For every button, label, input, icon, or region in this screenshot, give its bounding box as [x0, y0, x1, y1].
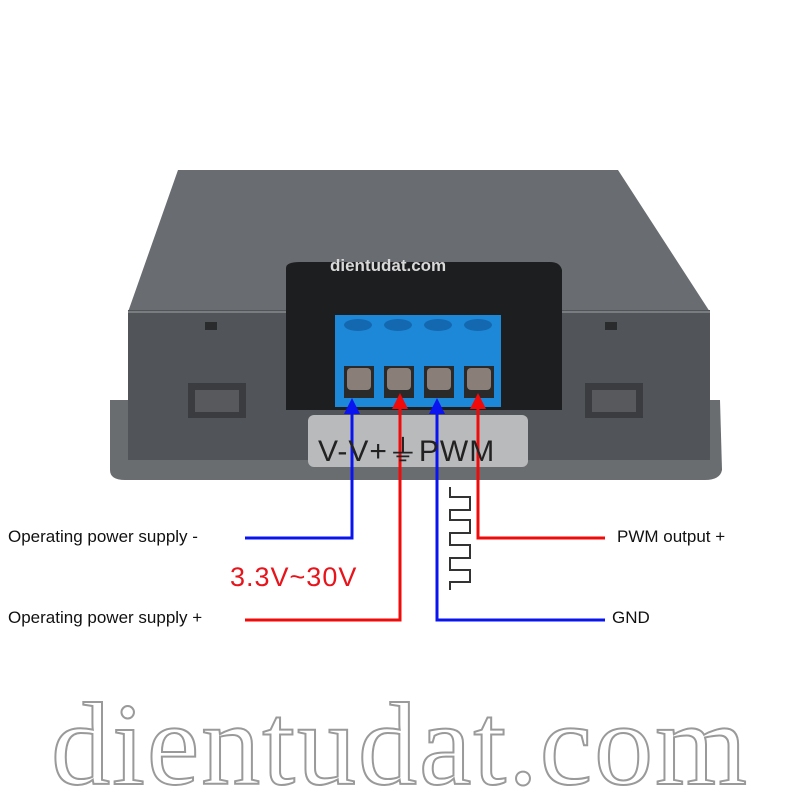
side-clip-right: [585, 322, 643, 418]
arrow-supply-minus: [344, 398, 360, 414]
arrow-gnd: [429, 398, 445, 414]
pwm-square-wave-icon: [449, 487, 471, 590]
label-supply-plus: Operating power supply +: [8, 608, 203, 627]
arrow-supply-plus: [392, 393, 408, 409]
label-gnd: GND: [612, 608, 650, 627]
wire-pwm-output: [476, 405, 605, 540]
wire-supply-plus: [245, 405, 402, 622]
side-clip-left: [188, 322, 246, 418]
label-supply-minus: Operating power supply -: [8, 527, 198, 546]
label-pwm-output: PWM output +: [617, 527, 726, 546]
label-voltage-range: 3.3V~30V: [230, 562, 358, 592]
terminal-label-text: V-V+⏚PWM: [318, 435, 496, 468]
watermark-large: dientudat.com: [50, 679, 749, 810]
terminal-label-plate: [308, 415, 528, 467]
housing-top: [128, 170, 710, 312]
terminal-clamps: [347, 368, 491, 390]
watermark-small: dientudat.com: [330, 256, 447, 275]
wire-supply-minus: [245, 410, 354, 540]
terminal-screw-heads: [344, 319, 492, 331]
wire-gnd: [435, 410, 605, 622]
arrow-pwm: [470, 393, 486, 409]
